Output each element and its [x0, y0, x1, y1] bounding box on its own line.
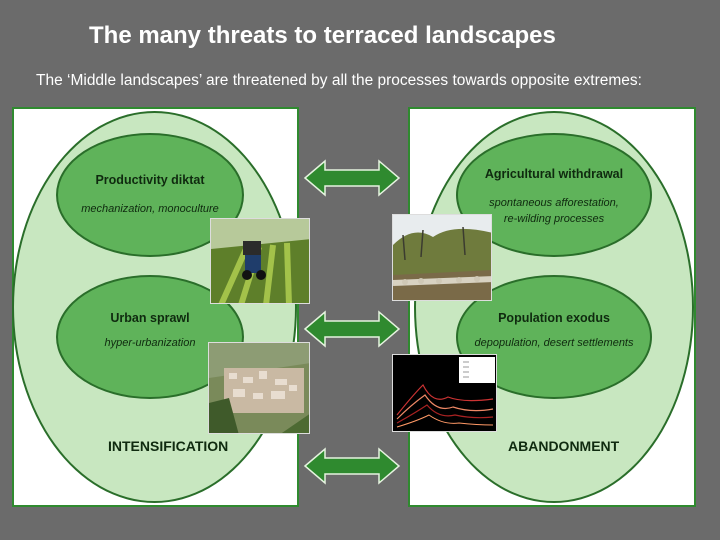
productivity-diktat-title: Productivity diktat — [58, 173, 242, 187]
abandonment-panel: Agricultural withdrawal spontaneous affo… — [408, 107, 696, 507]
intensification-label: INTENSIFICATION — [108, 438, 228, 454]
urban-town-photo — [208, 342, 310, 434]
double-arrow-icon — [303, 159, 401, 197]
agricultural-withdrawal-subtitle-1: spontaneous afforestation, — [458, 197, 650, 209]
population-line-chart-image — [392, 354, 497, 432]
double-arrow-icon — [303, 310, 401, 348]
population-exodus-subtitle: depopulation, desert settlements — [458, 337, 650, 349]
tractor-vineyard-photo — [210, 218, 310, 304]
abandoned-terrace-photo — [392, 214, 492, 301]
urban-sprawl-title: Urban sprawl — [58, 311, 242, 325]
population-exodus-title: Population exodus — [458, 311, 650, 325]
productivity-diktat-subtitle: mechanization, monoculture — [58, 203, 242, 215]
slide-subtitle: The ‘Middle landscapes’ are threatened b… — [36, 72, 642, 90]
agricultural-withdrawal-title: Agricultural withdrawal — [458, 167, 650, 181]
intensification-panel: Productivity diktat mechanization, monoc… — [12, 107, 299, 507]
double-arrow-icon — [303, 447, 401, 485]
slide-title: The many threats to terraced landscapes — [89, 22, 556, 50]
abandonment-label: ABANDONMENT — [508, 438, 619, 454]
